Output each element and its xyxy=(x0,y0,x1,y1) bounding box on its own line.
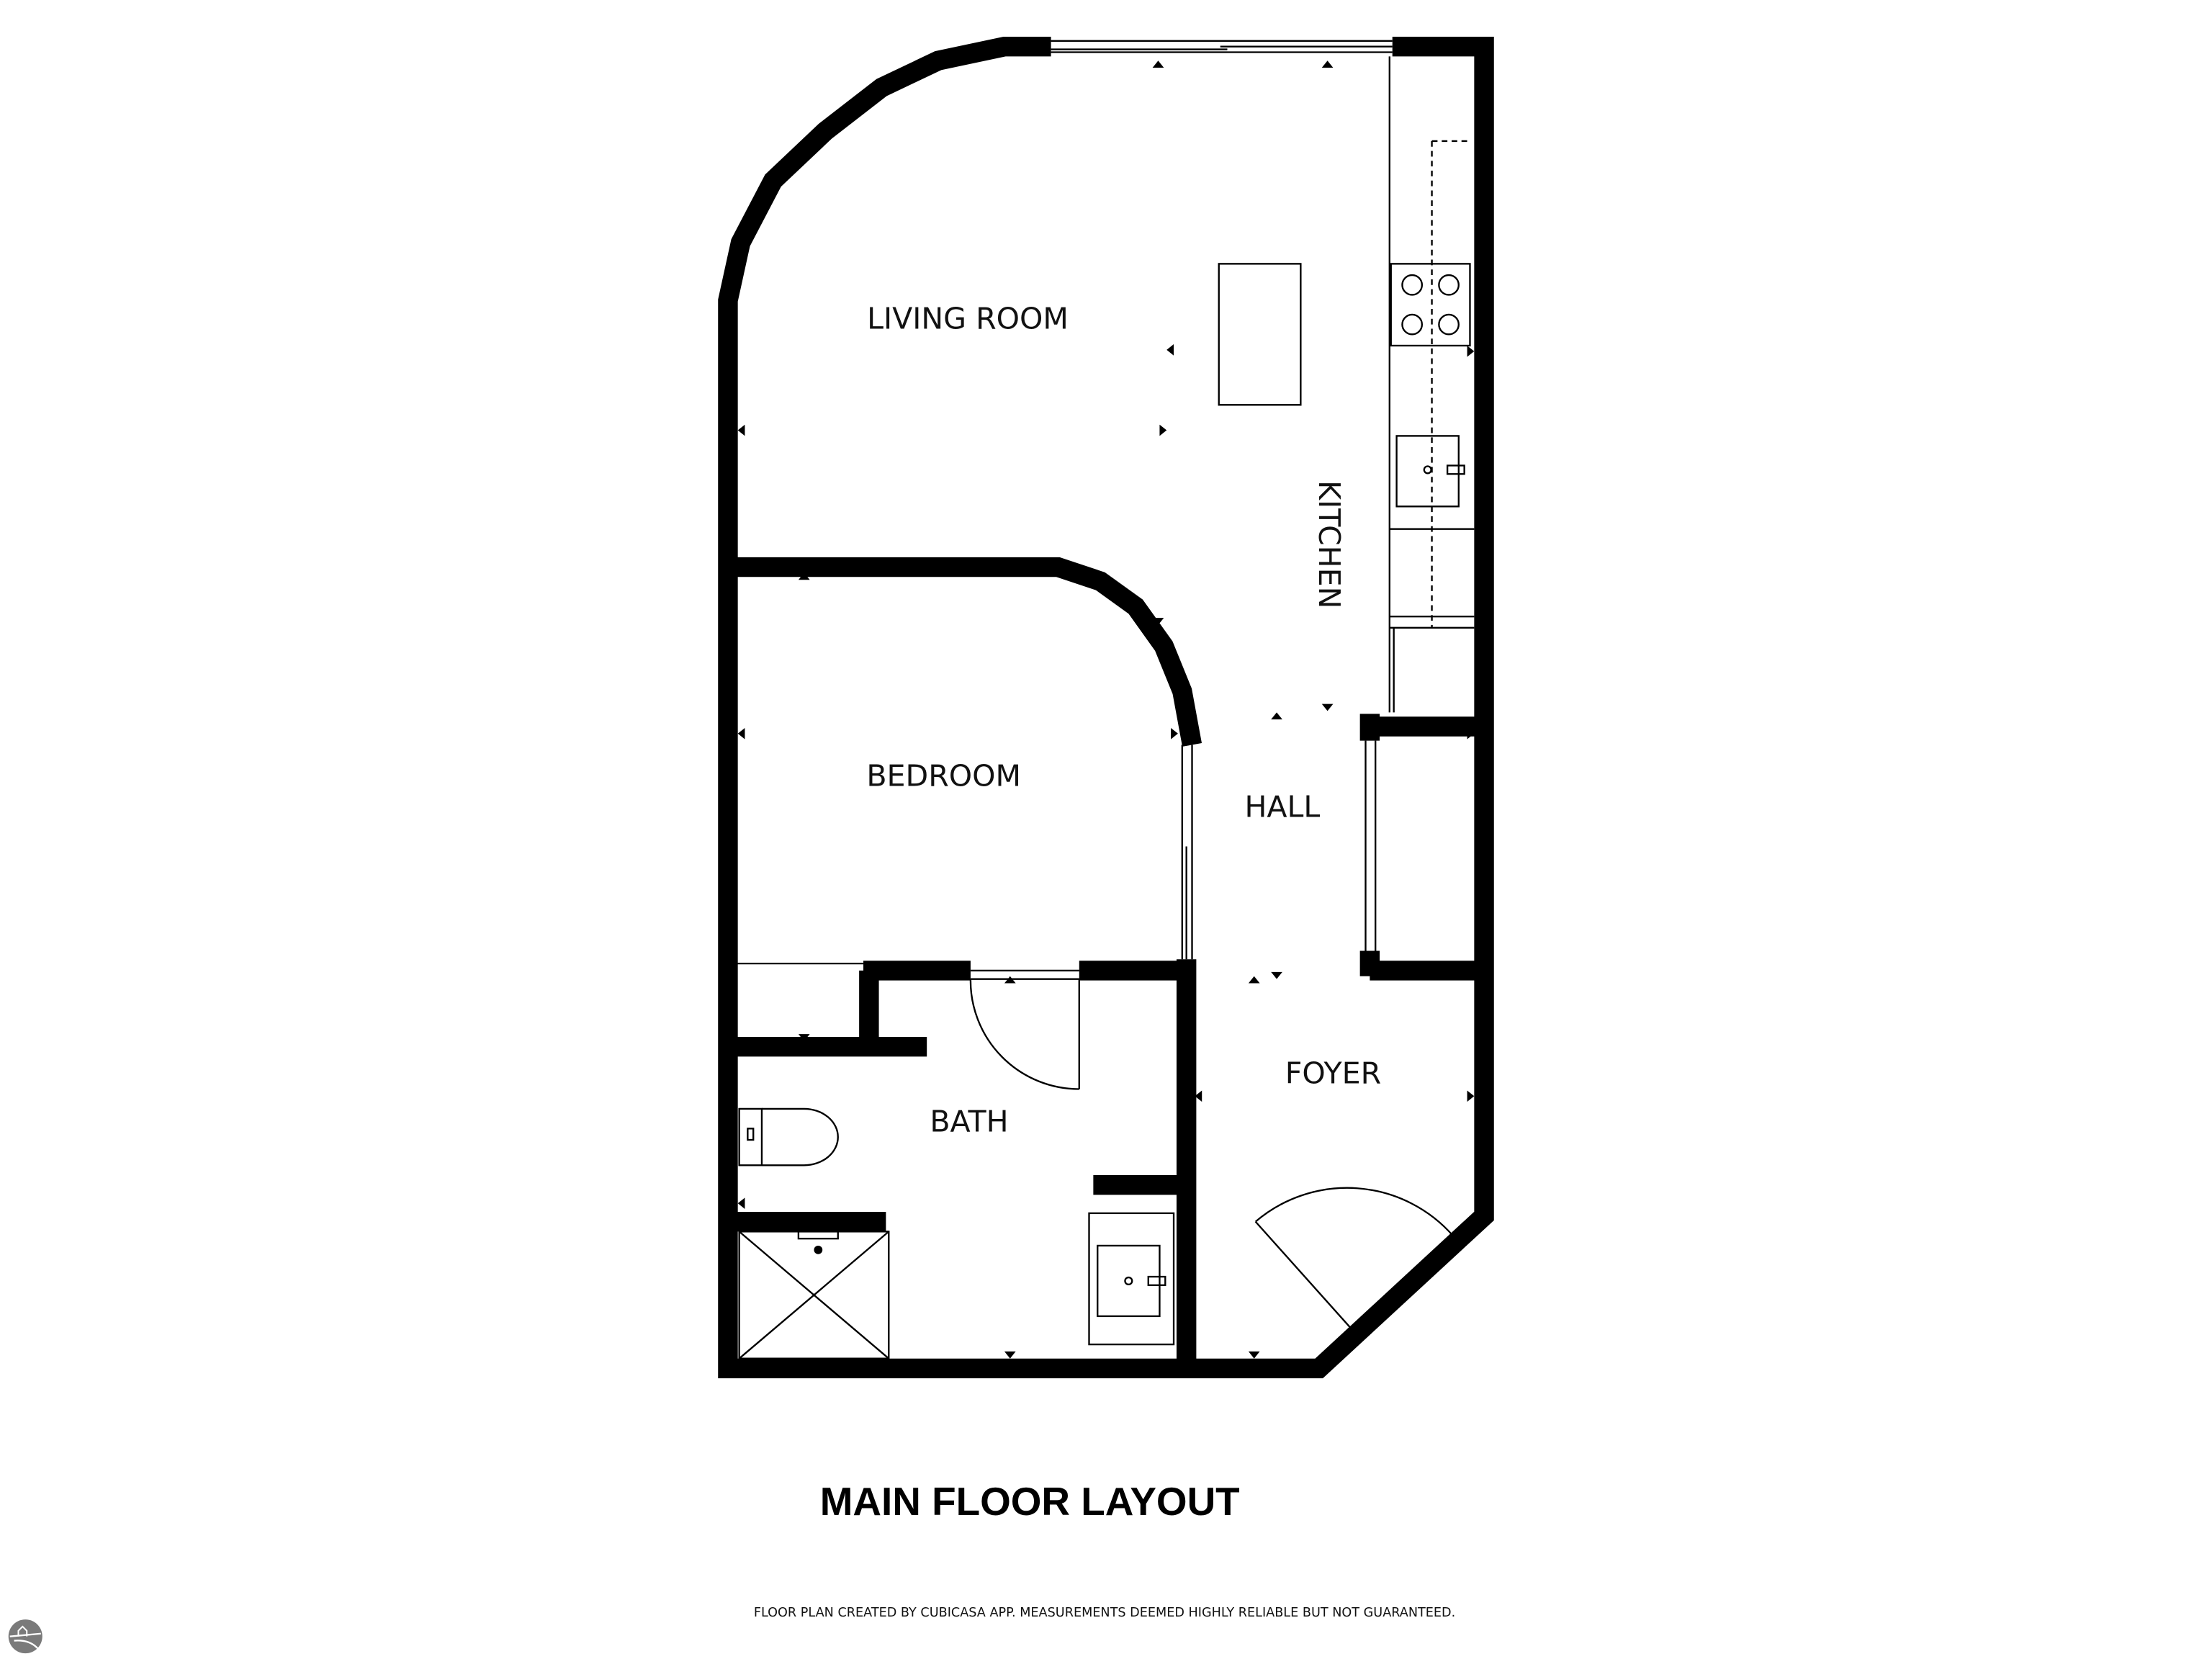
entry-door xyxy=(1254,1187,1454,1330)
room-label-living-room: LIVING ROOM xyxy=(867,301,1069,336)
closet-wall xyxy=(736,970,927,1057)
bedroom-wall xyxy=(736,557,1202,747)
shower-icon xyxy=(738,1231,890,1359)
hall-closet-door xyxy=(1364,740,1377,951)
kitchen-island xyxy=(1218,263,1302,406)
window-top xyxy=(1051,40,1393,53)
toilet-icon xyxy=(738,1107,839,1166)
room-label-bath: BATH xyxy=(930,1104,1008,1138)
room-label-hall: HALL xyxy=(1244,789,1320,824)
room-label-bedroom: BEDROOM xyxy=(866,758,1021,793)
exterior-wall xyxy=(718,36,1494,1379)
bath-sink-icon xyxy=(1088,1212,1175,1346)
bath-door xyxy=(969,969,1080,1090)
kitchen-sink-icon xyxy=(1395,435,1465,508)
kitchen-counter xyxy=(1388,56,1475,713)
stove-icon xyxy=(1390,263,1471,347)
house-on-hill-logo xyxy=(8,1619,42,1654)
room-label-foyer: FOYER xyxy=(1285,1056,1381,1091)
bedroom-sliding-door xyxy=(1181,745,1193,960)
room-label-kitchen: KITCHEN xyxy=(1312,480,1346,608)
hall-closet-wall xyxy=(1359,714,1479,981)
measurement-markers xyxy=(737,60,1475,1359)
plan-title: MAIN FLOOR LAYOUT xyxy=(820,1479,1240,1524)
disclaimer-footer: FLOOR PLAN CREATED BY CUBICASA APP. MEAS… xyxy=(754,1606,1455,1620)
